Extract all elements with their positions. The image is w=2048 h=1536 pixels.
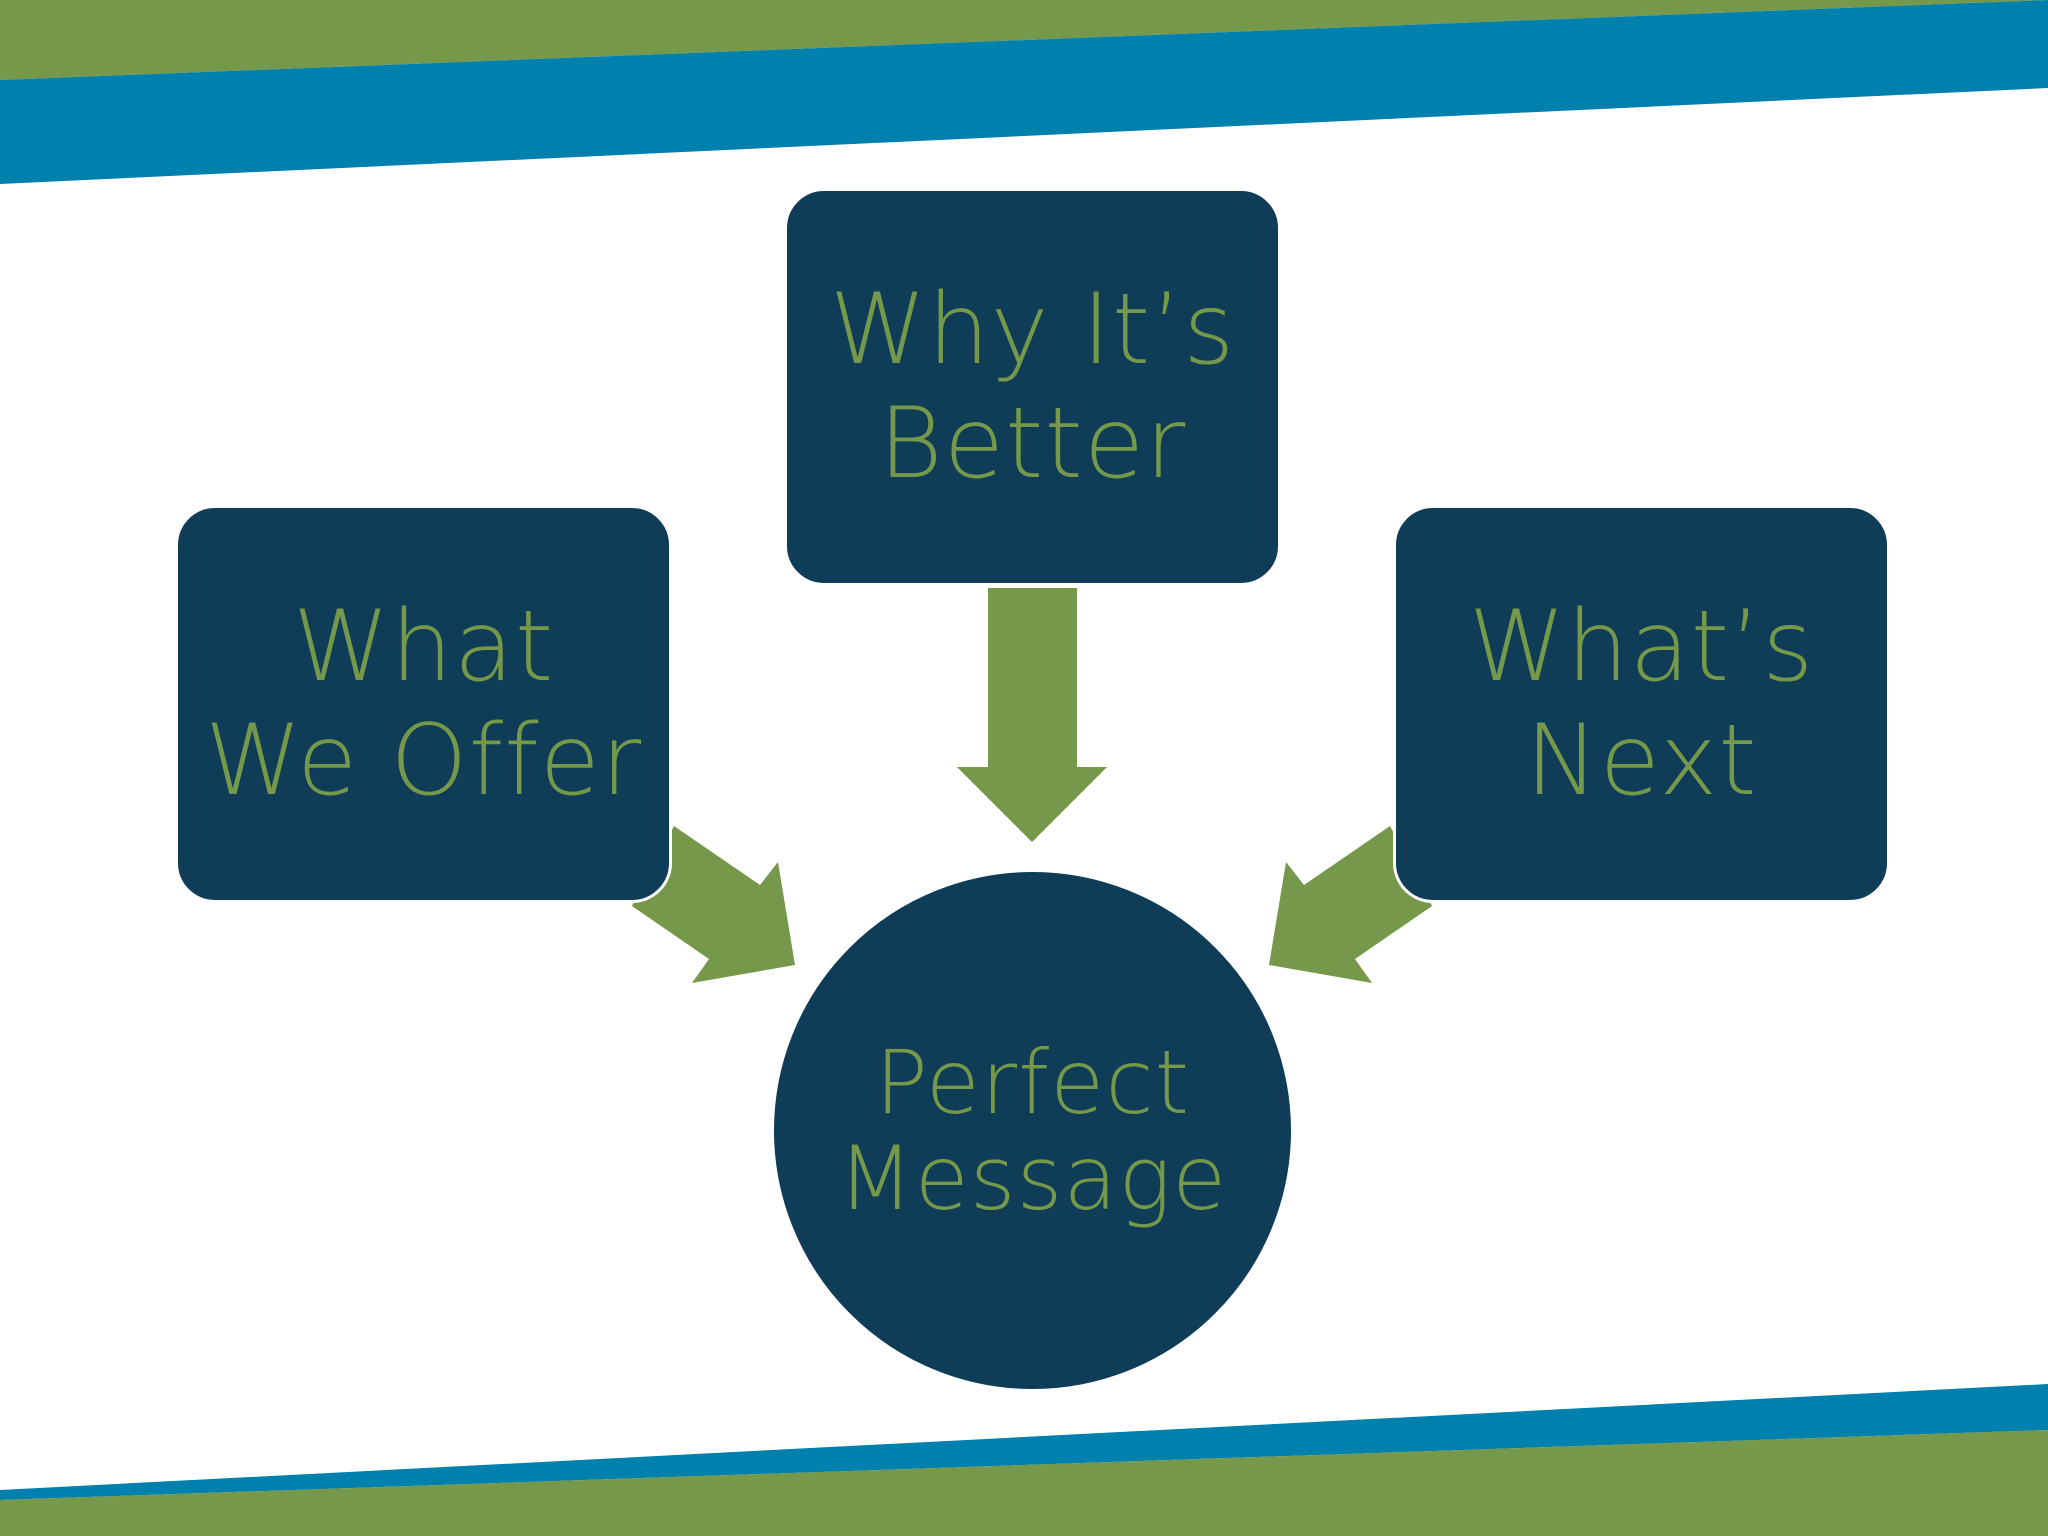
arrow-left-diagonal	[632, 826, 795, 983]
top-teal-band	[0, 0, 2048, 184]
node-center-line1: Perfect	[874, 1030, 1191, 1134]
bottom-teal-band	[0, 1384, 2048, 1500]
node-whats-next: What’s Next	[1393, 505, 1890, 903]
node-center-line2: Message	[837, 1126, 1228, 1230]
node-right-line1: What’s	[1468, 590, 1815, 704]
node-perfect-message: Perfect Message	[771, 869, 1294, 1392]
arrow-right-diagonal	[1269, 826, 1432, 983]
node-right-line2: Next	[1525, 704, 1758, 818]
bottom-green-band	[0, 1430, 2048, 1536]
node-why-its-better: Why It’s Better	[784, 188, 1281, 586]
node-what-we-offer: What We Offer	[175, 505, 672, 903]
node-top-line1: Why It’s	[829, 273, 1236, 387]
node-top-line2: Better	[878, 387, 1187, 501]
arrow-top-down	[957, 588, 1107, 842]
node-left-line1: What	[292, 590, 555, 704]
node-left-line2: We Offer	[204, 704, 643, 818]
